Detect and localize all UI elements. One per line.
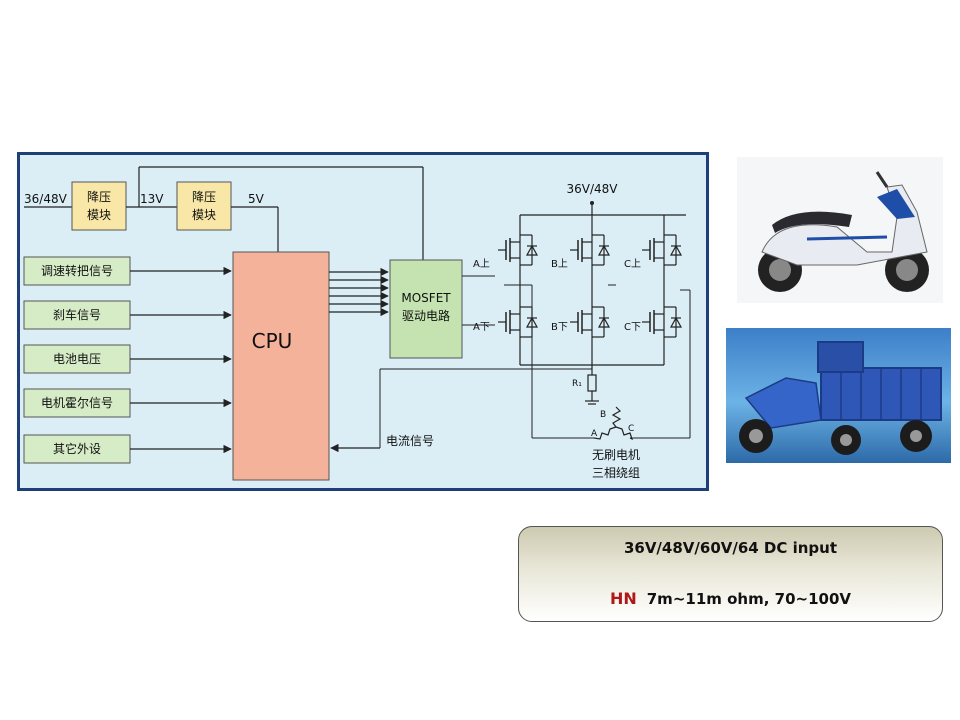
switch-label-b-low: B下: [551, 322, 568, 333]
signal-label: 其它外设: [53, 441, 101, 456]
mosfet-spec-text: 7m~11m ohm, 70~100V: [646, 590, 852, 608]
signal-box: [23, 388, 131, 418]
bridge-leg-a: [497, 215, 538, 365]
pwm-lines: [329, 267, 389, 317]
motor-phase-a: A: [591, 429, 598, 439]
signal-label: 刹车信号: [53, 307, 101, 322]
mosfet-driver-block: [389, 259, 463, 359]
electric-tricycle-photo: [726, 328, 951, 463]
mosfet-label: MOSFET: [401, 291, 451, 305]
buck-converter-1: [71, 181, 127, 231]
cpu-label: CPU: [252, 329, 293, 353]
electric-scooter-photo: [737, 157, 943, 303]
bridge-leg-b: [569, 215, 610, 365]
winding-label: 三相绕组: [592, 466, 640, 480]
signal-label: 调速转把信号: [41, 263, 113, 278]
motor-phase-c: C: [628, 424, 634, 434]
voltage-13v-label: 13V: [140, 192, 164, 206]
signal-label: 电机霍尔信号: [41, 395, 113, 410]
motor-label: 无刷电机: [592, 448, 640, 462]
shunt-resistor: [587, 374, 597, 392]
signal-label: 电池电压: [53, 352, 101, 366]
shunt-label: R₁: [572, 379, 582, 389]
buck-converter-2: [176, 181, 232, 231]
input-voltage-spec: 36V/48V/60V/64 DC input: [623, 539, 838, 557]
driver-circuit-label: 驱动电路: [402, 308, 450, 323]
signal-box: [23, 434, 131, 464]
signal-box: [23, 256, 131, 286]
spec-callout: 36V/48V/60V/64 DC input HN 7m~11m ohm, 70…: [518, 526, 943, 622]
buck-converter-2-line2: 模块: [192, 208, 216, 222]
cpu-block: [232, 251, 330, 481]
bridge-voltage-label: 36V/48V: [567, 182, 619, 196]
mosfet-spec: HN 7m~11m ohm, 70~100V: [519, 589, 942, 608]
buck-converter-1-line1: 降压: [87, 190, 111, 204]
brand-logo: HN: [609, 589, 637, 608]
current-signal-label: 电流信号: [386, 434, 434, 448]
buck-converter-1-line2: 模块: [87, 208, 111, 222]
input-voltage-label: 36/48V: [24, 192, 68, 206]
motor-windings: [593, 406, 634, 441]
buck-converter-2-line1: 降压: [192, 190, 216, 204]
switch-label-b-high: B上: [551, 258, 568, 270]
bridge-leg-c: [641, 215, 682, 365]
voltage-5v-label: 5V: [248, 192, 265, 206]
switch-label-c-high: C上: [624, 258, 641, 270]
bldc-controller-diagram: 36/48V 降压 模块 13V 降压 模块 5V 调速转把信号刹车信号电池电压…: [17, 152, 709, 491]
signal-box: [23, 344, 131, 374]
switch-label-c-low: C下: [624, 322, 641, 333]
motor-phase-b: B: [600, 410, 606, 420]
switch-label-a-high: A上: [473, 258, 490, 270]
switch-label-a-low: A下: [473, 322, 490, 333]
